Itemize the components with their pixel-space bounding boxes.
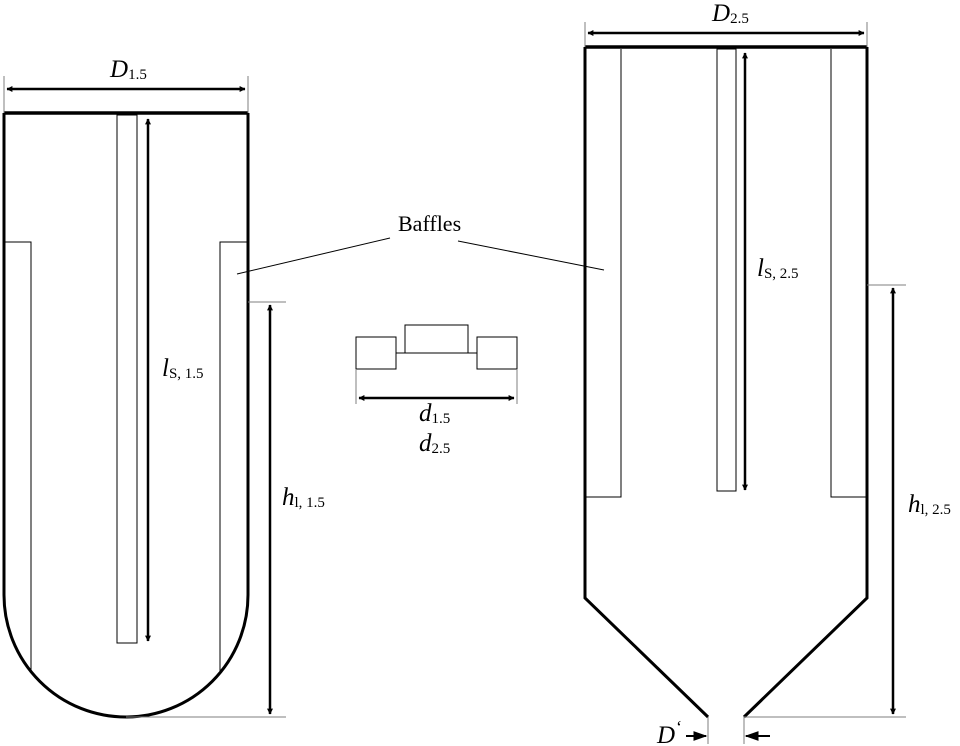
baffle-right-1-5 [219, 241, 248, 672]
label-hl-2-5: hl, 2.5 [908, 491, 951, 518]
impeller [355, 324, 518, 370]
vessel-2-5-wall-left [583, 47, 710, 719]
baffle-right-2-5 [830, 49, 866, 498]
vessel-2-5 [583, 45, 869, 719]
label-Dprime: D‘ [656, 717, 681, 746]
shaft-2-5 [716, 48, 737, 492]
impeller-hub [404, 324, 469, 354]
vessel-1-5 [2, 111, 250, 719]
label-hl-1-5: hl, 1.5 [282, 484, 325, 511]
baffle-left-1-5 [4, 241, 32, 672]
label-D-1-5: D1.5 [109, 56, 147, 83]
vessel-2-5-wall-right [742, 47, 869, 719]
baffle-left-2-5 [586, 49, 622, 498]
label-baffles: Baffles [398, 211, 461, 236]
label-ls-2-5: lS, 2.5 [757, 255, 799, 282]
label-D-2-5: D2.5 [711, 0, 749, 27]
label-ls-1-5: lS, 1.5 [162, 355, 204, 382]
vessel-1-5-wall [2, 113, 250, 719]
impeller-blade-left [355, 336, 397, 370]
baffles-leader-left [236, 237, 391, 275]
label-d-1-5: d1.5 [419, 400, 450, 427]
shaft-1-5 [116, 114, 138, 644]
label-d-2-5: d2.5 [419, 430, 450, 457]
impeller-blade-right [476, 336, 518, 370]
baffles-leader-right [457, 240, 605, 271]
